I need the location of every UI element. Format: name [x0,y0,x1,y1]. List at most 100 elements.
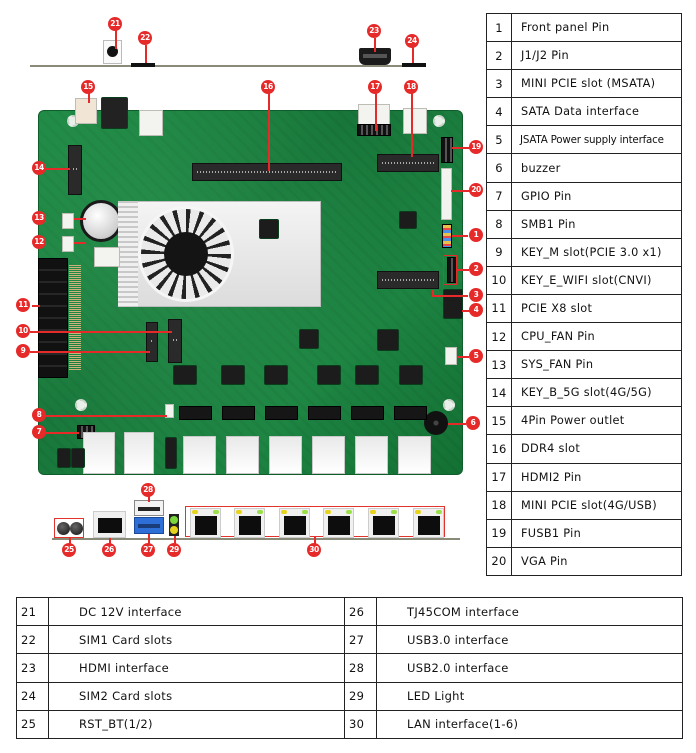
io-legend-label: SIM2 Card slots [48,681,345,711]
legend-label: SYS_FAN Pin [511,350,682,380]
legend-number: 2 [486,41,512,71]
lan-phy-chip [265,366,287,384]
usb3-port[interactable] [134,517,164,534]
lan-magnetics [351,406,384,420]
legend-label: KEY_E_WIFI slot(CNVI) [511,265,682,295]
lan-port-3[interactable] [279,508,310,538]
lan-port-5[interactable] [368,508,399,538]
lan-jack [226,436,259,474]
leader-line [74,242,86,244]
pcie-x8-slot [38,258,81,378]
legend-label: KEY_M slot(PCIE 3.0 x1) [511,237,682,267]
sata-data-connector [444,290,462,318]
callout-18: 18 [404,80,418,94]
leader-line [457,269,469,271]
legend-label: GPIO Pin [511,181,682,211]
lan-port-6[interactable] [413,508,444,538]
legend-number: 1 [486,12,512,43]
smb1-pin [165,404,174,418]
callout-13: 13 [32,211,46,225]
legend-number: 7 [486,181,512,211]
jsata-power-connector [445,347,457,365]
callout-23: 23 [367,24,381,38]
lan-jack [398,436,431,474]
reset-button-2[interactable] [70,522,83,535]
mini-pcie-msata-slot [377,271,439,289]
legend-number: 8 [486,209,512,239]
legend-number: 13 [486,350,512,380]
lan-jack [269,436,302,474]
callout-26: 26 [102,543,116,557]
callout-19: 19 [469,140,483,154]
callout-4: 4 [469,303,483,317]
front-panel-baseline [52,538,460,540]
leader-line [374,38,376,52]
legend-number: 3 [486,69,512,99]
legend-number: 14 [486,378,512,408]
legend-label: MINI PCIE slot(4G/USB) [511,490,682,520]
legend-number: 18 [486,490,512,520]
legend-label: buzzer [511,153,682,183]
key-e-wifi-slot [168,319,182,363]
controller-chip [260,220,278,238]
legend-number: 20 [486,546,512,576]
led-green [170,516,178,524]
callout-27: 27 [141,543,155,557]
lan-port-4[interactable] [323,508,354,538]
4pin-power-connector [75,98,97,124]
legend-number: 6 [486,153,512,183]
legend-label: CPU_FAN Pin [511,322,682,352]
leader-line [115,29,117,49]
callout-11: 11 [16,298,30,312]
callout-9: 9 [16,344,30,358]
leader-line [432,295,468,297]
callout-3: 3 [469,288,483,302]
io-legend-label: USB2.0 interface [376,653,683,683]
lan-port-2[interactable] [234,508,265,538]
legend-number: 4 [486,97,512,127]
lan-magnetics [265,406,298,420]
lan-port-1[interactable] [190,508,221,538]
leader-line [411,93,413,157]
buzzer [424,411,448,435]
callout-12: 12 [32,235,46,249]
legend-number: 10 [486,265,512,295]
key-b-5g-slot [68,145,82,195]
io-legend-number: 26 [344,596,377,627]
io-legend-number: 27 [344,625,377,655]
lan-magnetics [394,406,427,420]
tj45com-port[interactable] [93,511,126,538]
legend-label: DDR4 slot [511,434,682,464]
hdmi-port [359,48,391,65]
lan-magnetics [222,406,255,420]
led-yellow [170,526,178,534]
heatsink-fins [118,201,138,307]
sim-holder [139,110,163,136]
leader-line [148,534,150,544]
legend-label: VGA Pin [511,546,682,576]
reset-button-1[interactable] [57,522,70,535]
callout-1: 1 [469,228,483,242]
legend-label: PCIE X8 slot [511,293,682,324]
leader-line [452,235,468,237]
usb2-port[interactable] [134,500,164,516]
callout-21: 21 [108,17,122,31]
legend-number: 12 [486,322,512,352]
dc-12v-jack [103,40,122,64]
